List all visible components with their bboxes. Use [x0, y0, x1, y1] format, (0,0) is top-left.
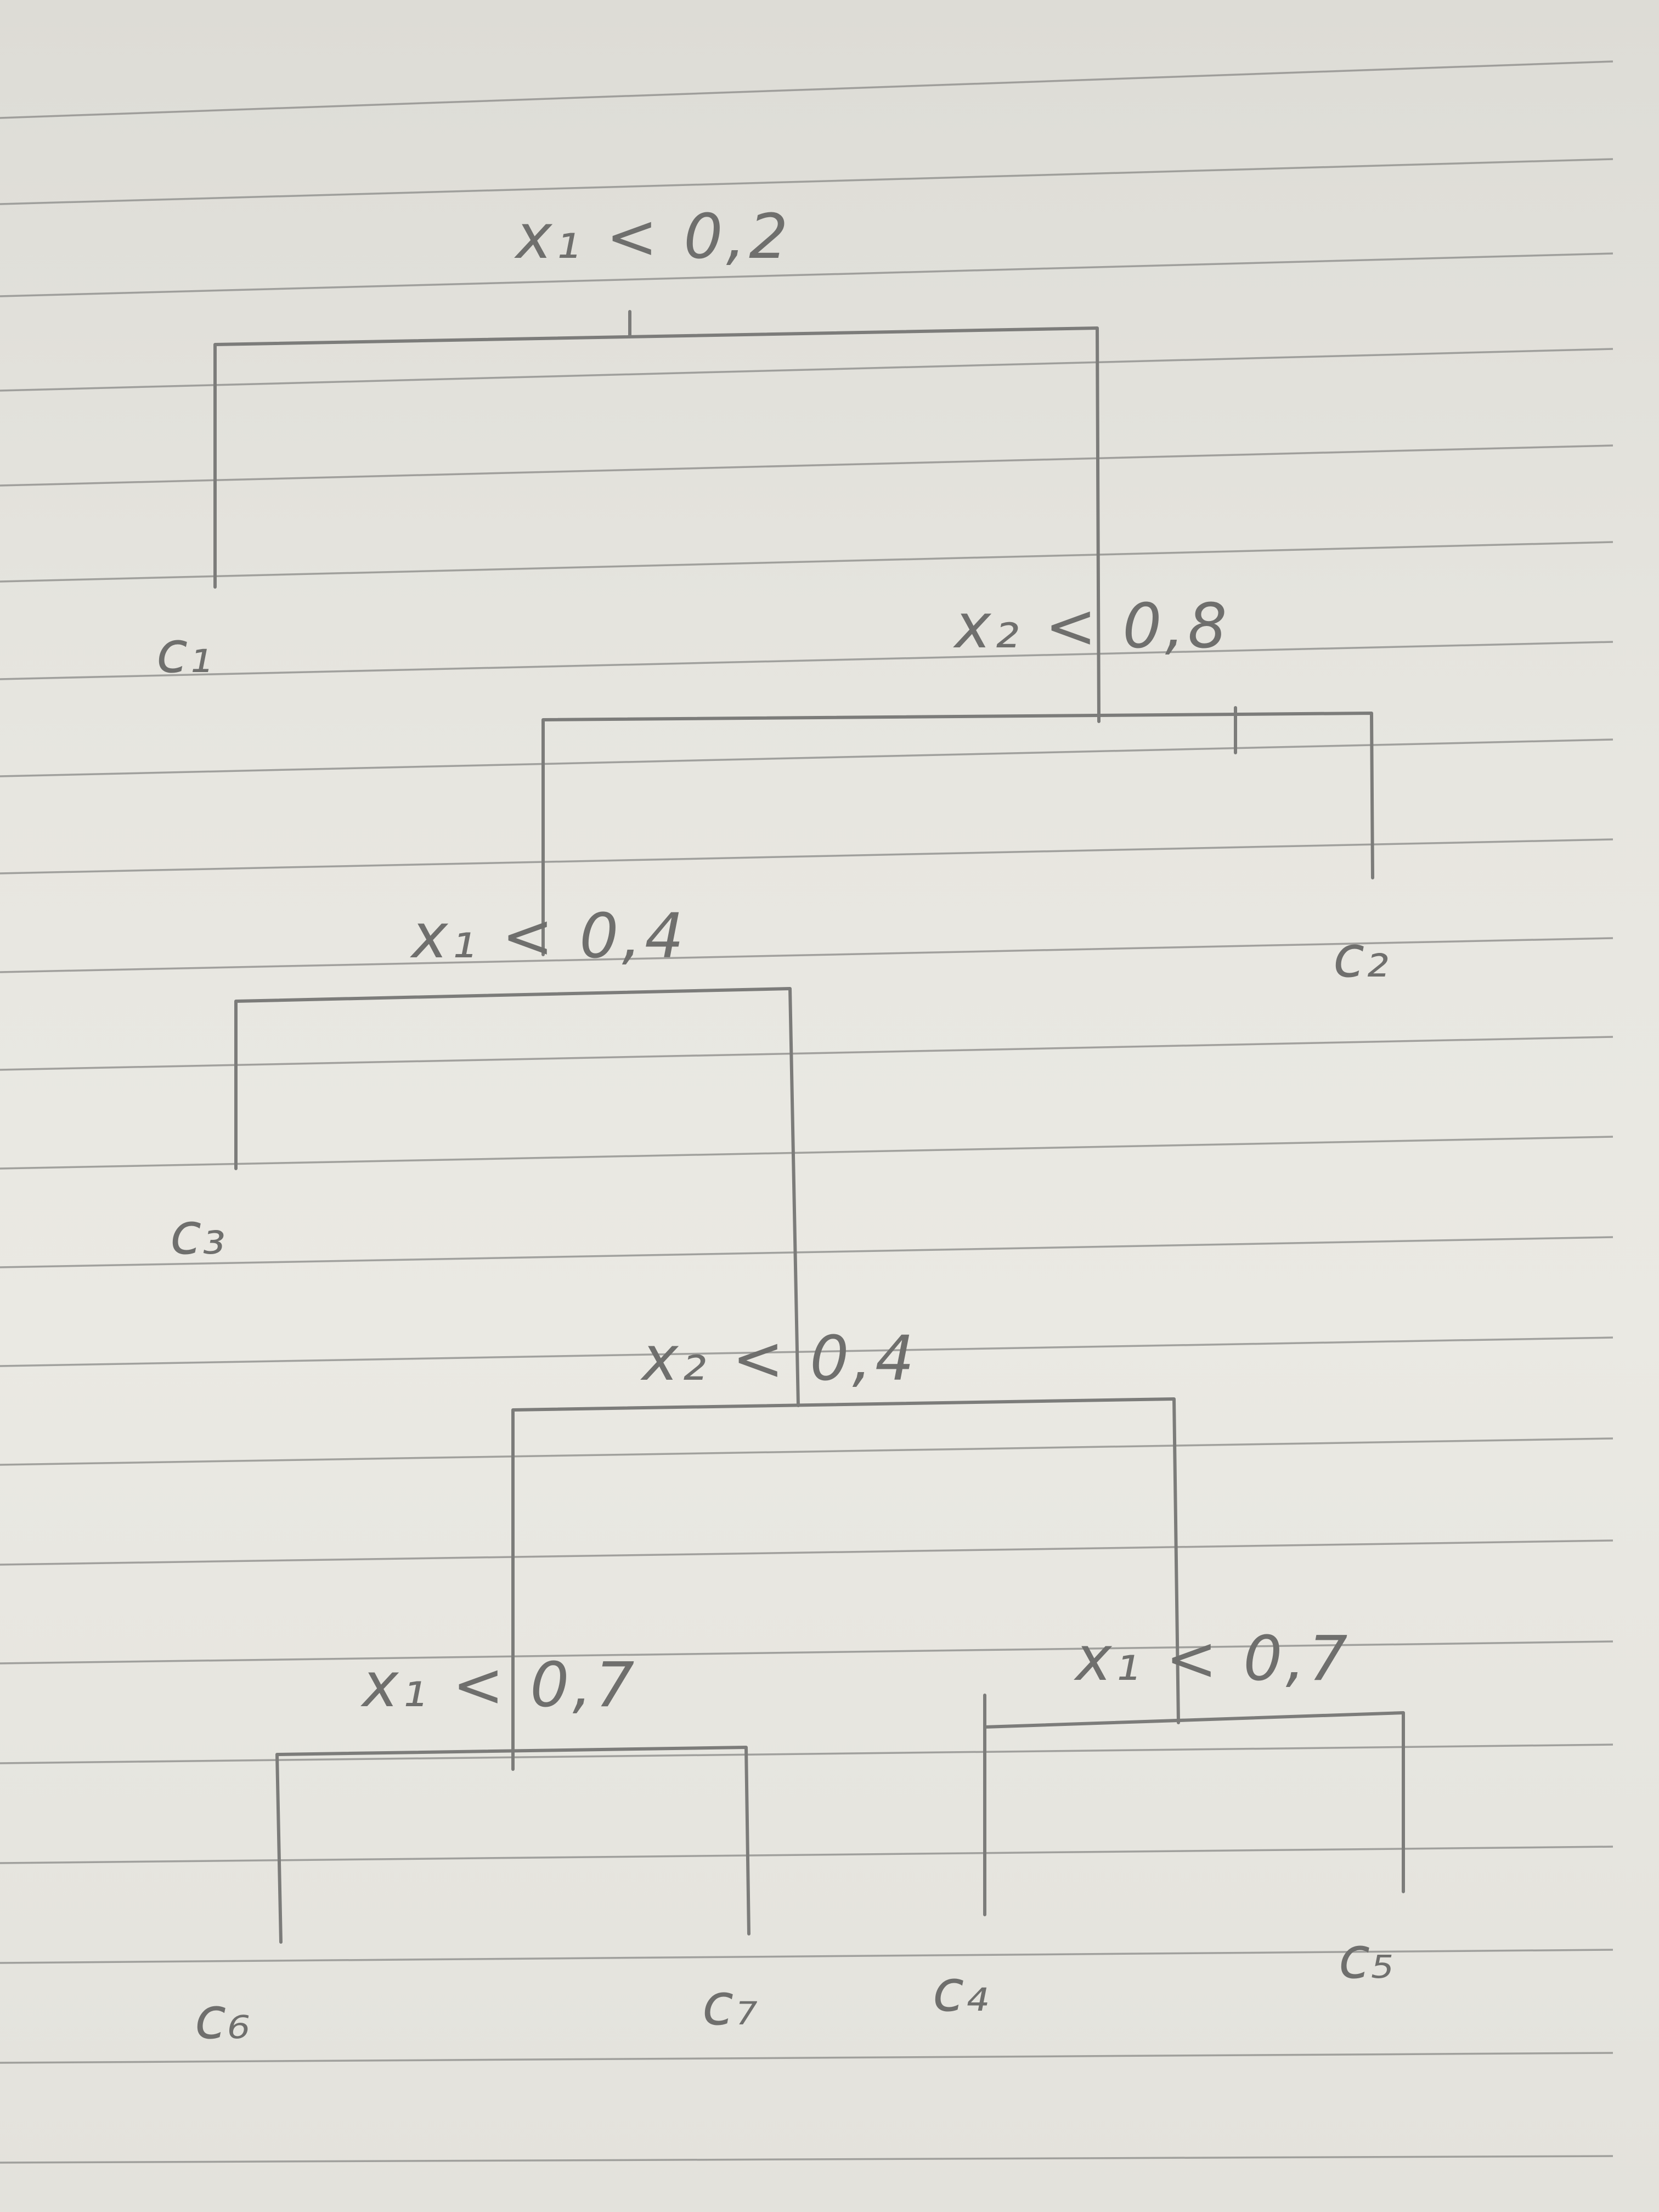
leaf-c7: c₇	[702, 1971, 759, 2038]
edge-n5	[275, 1746, 751, 1944]
node-condition-n6: x₁ < 0,7	[1074, 1623, 1351, 1695]
node-condition-n3: x₁ < 0,4	[410, 901, 687, 972]
leaf-c6: c₆	[195, 1985, 251, 2052]
edge-root	[213, 326, 1101, 723]
leaf-c4: c₄	[933, 1957, 989, 2024]
leaf-c3: c₃	[170, 1200, 227, 1267]
leaf-c2: c₂	[1333, 923, 1390, 990]
leaf-c1: c₁	[156, 619, 213, 686]
edge-n3	[234, 987, 800, 1407]
edge-n6	[983, 1711, 1405, 1916]
root-condition: x₁ < 0,2	[514, 201, 791, 273]
node-condition-n4: x₂ < 0,4	[640, 1323, 917, 1395]
leaf-c5: c₅	[1339, 1925, 1395, 1991]
ruled-lines	[0, 60, 1613, 2164]
edge-n4	[511, 1397, 1180, 1771]
edge-n2	[541, 712, 1374, 956]
tree-edges	[213, 310, 1405, 1944]
node-condition-n2: x₂ < 0,8	[953, 591, 1230, 662]
node-condition-n5: x₁ < 0,7	[360, 1650, 637, 1721]
